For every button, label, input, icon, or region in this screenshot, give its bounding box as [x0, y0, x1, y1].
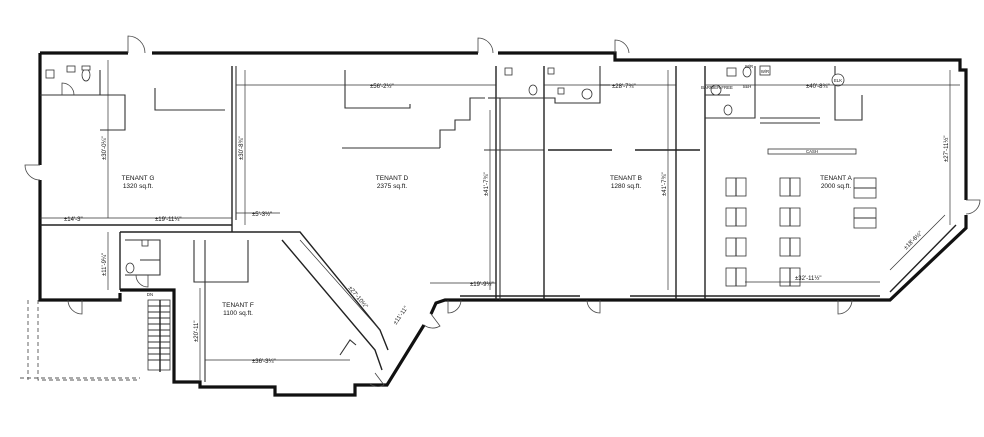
- dim-a-top: ±40'-8¾": [806, 84, 830, 90]
- tenant-labels: TENANT G 1320 sq.ft. TENANT D 2375 sq.ft…: [122, 175, 853, 317]
- tenant-b-name: TENANT B: [610, 175, 642, 182]
- toilet-icon: [125, 262, 135, 274]
- dim-d-bottom: ±19'-9½": [470, 281, 494, 288]
- dim-g-height: ±30'-0¼": [102, 136, 108, 160]
- stairs: DN: [147, 292, 171, 372]
- sink-icon: [141, 239, 149, 247]
- dim-f-height: ±20'-11": [194, 321, 200, 342]
- label-wr-a: W/R: [745, 64, 753, 69]
- toilet-icon: [81, 68, 91, 82]
- sink-icon: [504, 67, 513, 76]
- label-cash: CASH: [806, 149, 818, 154]
- dim-f-bottom: ±36'-3¼": [252, 359, 276, 365]
- stair-label-dn: DN: [147, 292, 153, 297]
- toilet-icon: [742, 66, 752, 78]
- dim-d-stub: ±5'-3½": [252, 211, 272, 218]
- toilet-icon: [528, 84, 538, 96]
- dim-d-right: ±41'-7¾": [484, 172, 490, 196]
- toilet-icon: [723, 104, 733, 116]
- dim-b-right: ±41'-7¾": [662, 172, 668, 196]
- tenant-g-area: 1320 sq.ft.: [123, 183, 154, 190]
- dim-a-bottom: ±32'-11½": [795, 275, 821, 282]
- exterior-doors: [24, 35, 981, 387]
- sink-icon: [45, 69, 55, 79]
- dim-d-door: ±11'-11": [393, 305, 410, 326]
- label-barrier-free: BARRIER FREE: [701, 85, 733, 90]
- dim-d-left: ±30'-8¾": [239, 136, 245, 160]
- dim-g-depth: ±19'-11¼": [155, 217, 181, 223]
- tenant-g-name: TENANT G: [122, 175, 155, 182]
- exterior-ramp: [20, 300, 140, 381]
- tenant-d-name: TENANT D: [376, 175, 409, 182]
- label-seh: SEH: [743, 84, 752, 89]
- tenant-a-furniture: CASH: [725, 149, 877, 287]
- dim-g-lower: ±11'-9¼": [102, 253, 108, 276]
- dim-a-right: ±27'-11½": [943, 136, 950, 162]
- dim-d-top: ±56'-2½": [370, 83, 394, 90]
- tenant-d-area: 2375 sq.ft.: [377, 183, 408, 190]
- tenant-a-area: 2000 sq.ft.: [821, 183, 852, 190]
- interior-partitions: [40, 66, 957, 382]
- tenant-f-name: TENANT F: [222, 302, 254, 309]
- dim-b-top: ±28'-7¾": [612, 84, 636, 90]
- dimension-labels: ±14'-3" ±19'-11¼" ±30'-0¼" ±11'-9¼" ±56'…: [64, 83, 950, 365]
- tenant-b-area: 1280 sq.ft.: [611, 183, 642, 190]
- label-wr-b: W/R: [761, 69, 769, 74]
- exterior-walls: [38, 51, 968, 397]
- plumbing-fixtures: W/R W/R BARRIER FREE SEH ELK: [45, 64, 845, 288]
- tenant-f-area: 1100 sq.ft.: [223, 310, 253, 317]
- tenant-a-name: TENANT A: [820, 175, 852, 182]
- dim-d-diag: ±27'-10½": [346, 285, 369, 310]
- dim-g-width: ±14'-3": [64, 217, 83, 223]
- dim-a-diag: ±18'-6½": [902, 230, 924, 252]
- label-elk: ELK: [834, 78, 842, 83]
- dimension-lines: [40, 60, 960, 380]
